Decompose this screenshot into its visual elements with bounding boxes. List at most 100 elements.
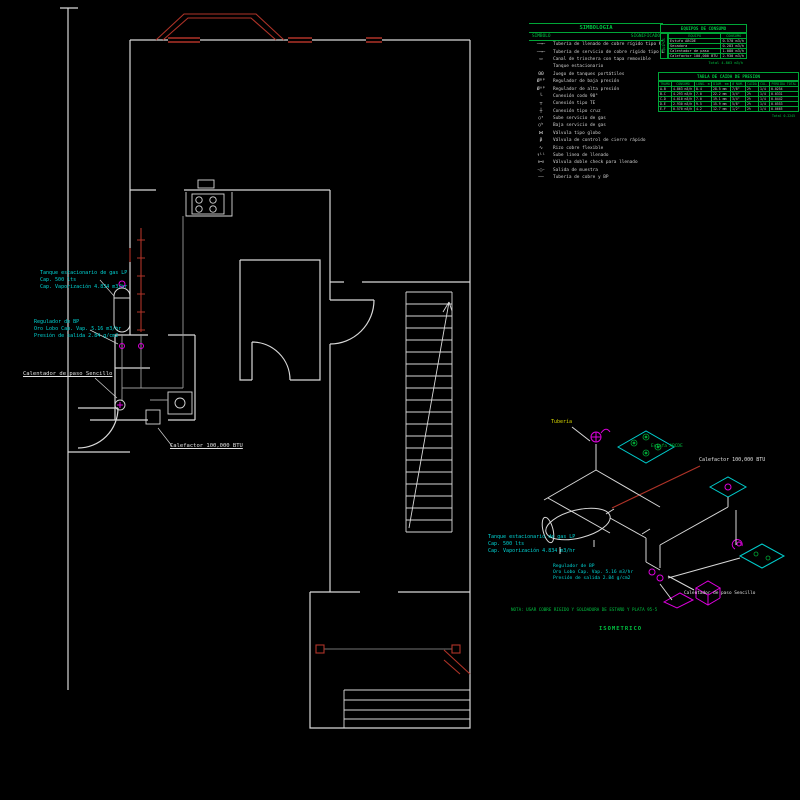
table-cell: Calefactor 100,000 BTU [667,53,722,59]
legend-label: Juego de tanques portátiles [553,71,625,77]
legend-label: Baja servicio de gas [553,123,606,129]
iso-regulator-label-line1: Regulador de BP [553,564,595,569]
legend-item: ⊳⊲Válvula doble check para llenado [529,159,663,166]
iso-calefactor-label: Calefactor 100,000 BTU [699,457,766,463]
plan-regulator-label: Regulador de BP Oro Lobo Cap. Vap. 5.16 … [34,319,121,339]
iso-tank-label-line3: Cap. Vaporización 4.834 m3/hr [488,547,576,554]
column-header: COL. [757,81,771,87]
legend-symbol: ∿ [539,145,543,151]
equipment-table-total: Total 4.863 m3/h [660,61,747,65]
iso-regulator-label-line2: Oro Lobo Cap. Vap. 5.16 m3/hr [553,570,634,576]
table-cell: 1.080 m3/h [720,48,747,54]
plan-tank-label-line2: Cap. 500 lts [40,276,77,283]
equipment-table-side-label: EQUIPOS [660,33,668,59]
legend-item: ┼ Conexión tipo cruz [529,108,663,115]
plan-tank-label: Tanque estacionario de gas LP Cap. 500 l… [40,270,127,290]
legend-label: Canal de trinchera con tapa removible [553,56,651,62]
column-header: PERDIDA TOTAL [769,81,799,87]
legend-item: —⟶—Tubería de llenado de cobre rígido ti… [529,41,663,48]
pressure-table-title: TABLA DE CAIDA DE PRESION [658,72,799,81]
legend-items: —⟶—Tubería de llenado de cobre rígido ti… [529,41,665,181]
iso-tank-label-line2: Cap. 500 lts [488,540,525,547]
table-cell: 4.2 [693,106,712,112]
legend-symbol: ┼ [539,108,543,114]
plan-calefactor-label: Calefactor 100,000 BTU [170,443,243,449]
pressure-total-label: Total [771,114,782,118]
column-header: CAIDA [744,81,759,87]
legend-item: ○ᵇ Baja servicio de gas [529,122,663,129]
roof-outline [155,13,285,41]
legend-symbol: ○ˢ [538,116,544,122]
legend-item: —⟶—Tubería de servicio de cobre rígido t… [529,48,665,55]
legend-symbol: —— [538,175,544,181]
table-cell: 2.930 m3/h [720,53,747,59]
legend-col-meaning: SIGNIFICADO [630,34,660,39]
legend-label: Tanque estacionario [553,64,604,70]
plan-calentador-label: Calentador de paso Sencillo [23,371,113,377]
iso-tank-label: Tanque estacionario de gas LP Cap. 500 l… [488,534,575,554]
table-cell: 1/4 [757,106,771,112]
legend-item: ∿ Rizo cobre flexible [529,144,663,151]
legend-item: ↑ᴸᴸ Sube línea de llenado [529,152,663,159]
iso-tank-label-line1: Tanque estacionario de gas LP [488,534,576,540]
table-cell: 1/2" [729,106,746,112]
legend-symbol: ┬ [539,101,543,107]
equipment-total-label: Total [708,61,720,65]
iso-secadora [738,543,786,569]
legend-label: Tubería de servicio de cobre rígido tipo… [553,49,665,55]
iso-fill-line [611,465,701,509]
iso-calefactor [708,476,748,498]
iso-equipment-outlines [616,430,786,569]
legend-item: ——Tubería de cobre y BP [529,174,663,181]
legend-label: Regulador de alta presión [553,86,620,92]
equipment-total-value: 4.863 m3/h [721,61,743,65]
iso-stove [616,430,676,464]
legend-symbol: ⊳⊲ [538,160,544,166]
legend-symbol: ↑ᴸᴸ [536,153,546,159]
column-header: DIAM. mm [710,81,731,87]
legend-label: Rizo cobre flexible [553,145,604,151]
legend-label: Sube servicio de gas [553,116,606,122]
table-cell: 4.863 m3/h [671,86,695,92]
window-marks [168,37,382,43]
iso-piping [541,426,741,601]
pressure-total-value: 0.2245 [783,114,795,118]
legend-label: Válvula tipo globo [553,130,601,136]
legend-label: Sube línea de llenado [553,153,609,159]
legend-item: ○ˢ Sube servicio de gas [529,115,663,122]
iso-burners [630,433,771,561]
plan-regulator-label-line3: Presión de salida 2.84 g/cm2 [34,332,119,339]
table-cell: 0.570 m3/h [671,106,695,112]
plan-tank-label-line1: Tanque estacionario de gas LP [40,270,128,276]
column-header: LONG. m [693,81,712,87]
label-leaders [89,279,173,447]
legend-label: Conexión tipo cruz [553,108,601,114]
legend-label: Conexión codo 90° [553,93,598,99]
legend-symbol: ○ᵇ [538,123,544,129]
column-header: TRAMO [657,81,673,87]
legend-symbol: ⋈ [538,130,544,136]
legend-symbol: ▭ [539,56,543,62]
table-cell: 12.7 mm [710,106,731,112]
pressure-table-total: Total 0.2245 [658,114,799,118]
table-cell: 0.570 m3/h [720,38,747,44]
legend-symbol: Øᴬᴾ [536,86,546,92]
legend-symbol: Øᴮᴾ [536,79,546,85]
iso-estufa-label: Estufa ABCDE [651,444,683,449]
stairs [405,291,453,533]
gas-piping-plan [121,216,184,401]
legend-item: ┬ Conexión tipo TE [529,100,663,107]
legend-label: Regulador de baja presión [553,79,620,85]
legend-label: Salida de muestra [553,167,598,173]
legend-label: Conexión tipo TE [553,101,596,107]
